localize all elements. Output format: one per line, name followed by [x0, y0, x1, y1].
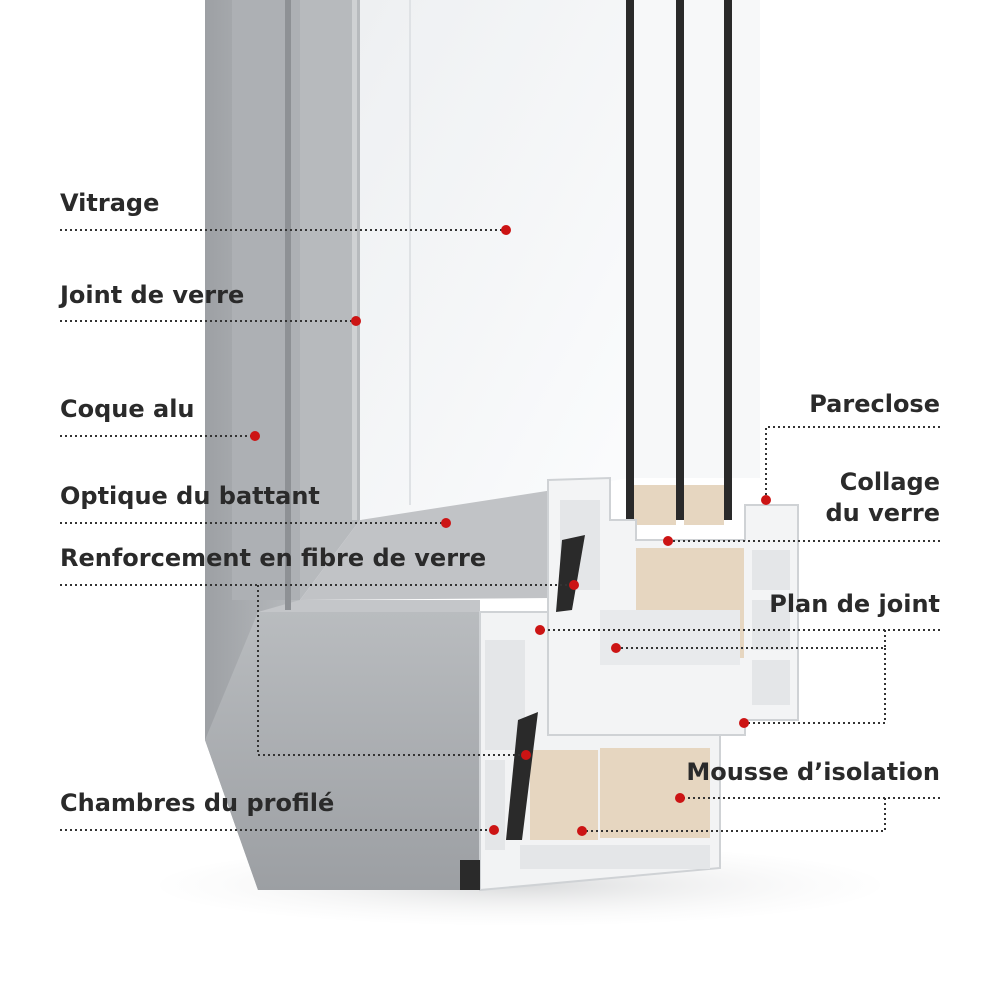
marker-mousse-2 [577, 826, 587, 836]
label-collage-line2: du verre [825, 499, 941, 527]
marker-chambres [489, 825, 499, 835]
label-renforcement: Renforcement en fibre de verre [60, 544, 487, 572]
marker-mousse-1 [675, 793, 685, 803]
marker-plan-de-joint-3 [739, 718, 749, 728]
marker-renforcement-1 [569, 580, 579, 590]
glass-spacer-1 [626, 0, 634, 520]
marker-vitrage [501, 225, 511, 235]
marker-collage-du-verre [663, 536, 673, 546]
label-collage-line1: Collage [839, 468, 940, 496]
marker-plan-de-joint-2 [611, 643, 621, 653]
marker-plan-de-joint-1 [535, 625, 545, 635]
label-coque-alu: Coque alu [60, 395, 195, 423]
label-mousse-d-isolation: Mousse d’isolation [686, 758, 940, 786]
leader-lines [60, 229, 940, 832]
markers [250, 225, 771, 836]
insulation-foam-frame [600, 748, 710, 838]
label-pareclose: Pareclose [809, 390, 940, 418]
marker-coque-alu [250, 431, 260, 441]
glass-pane [360, 0, 630, 520]
marker-renforcement-2 [521, 750, 531, 760]
marker-pareclose [761, 495, 771, 505]
glass-spacer-3 [724, 0, 732, 520]
glass-spacer-2 [676, 0, 684, 520]
label-chambres-du-profile: Chambres du profilé [60, 789, 335, 817]
label-plan-de-joint: Plan de joint [769, 590, 940, 618]
label-optique-du-battant: Optique du battant [60, 482, 320, 510]
label-vitrage: Vitrage [60, 189, 160, 217]
marker-optique-du-battant [441, 518, 451, 528]
aluminium-frame-bottom [205, 612, 480, 890]
marker-joint-de-verre [351, 316, 361, 326]
label-joint-de-verre: Joint de verre [60, 281, 245, 309]
aluminium-sash [232, 0, 300, 600]
